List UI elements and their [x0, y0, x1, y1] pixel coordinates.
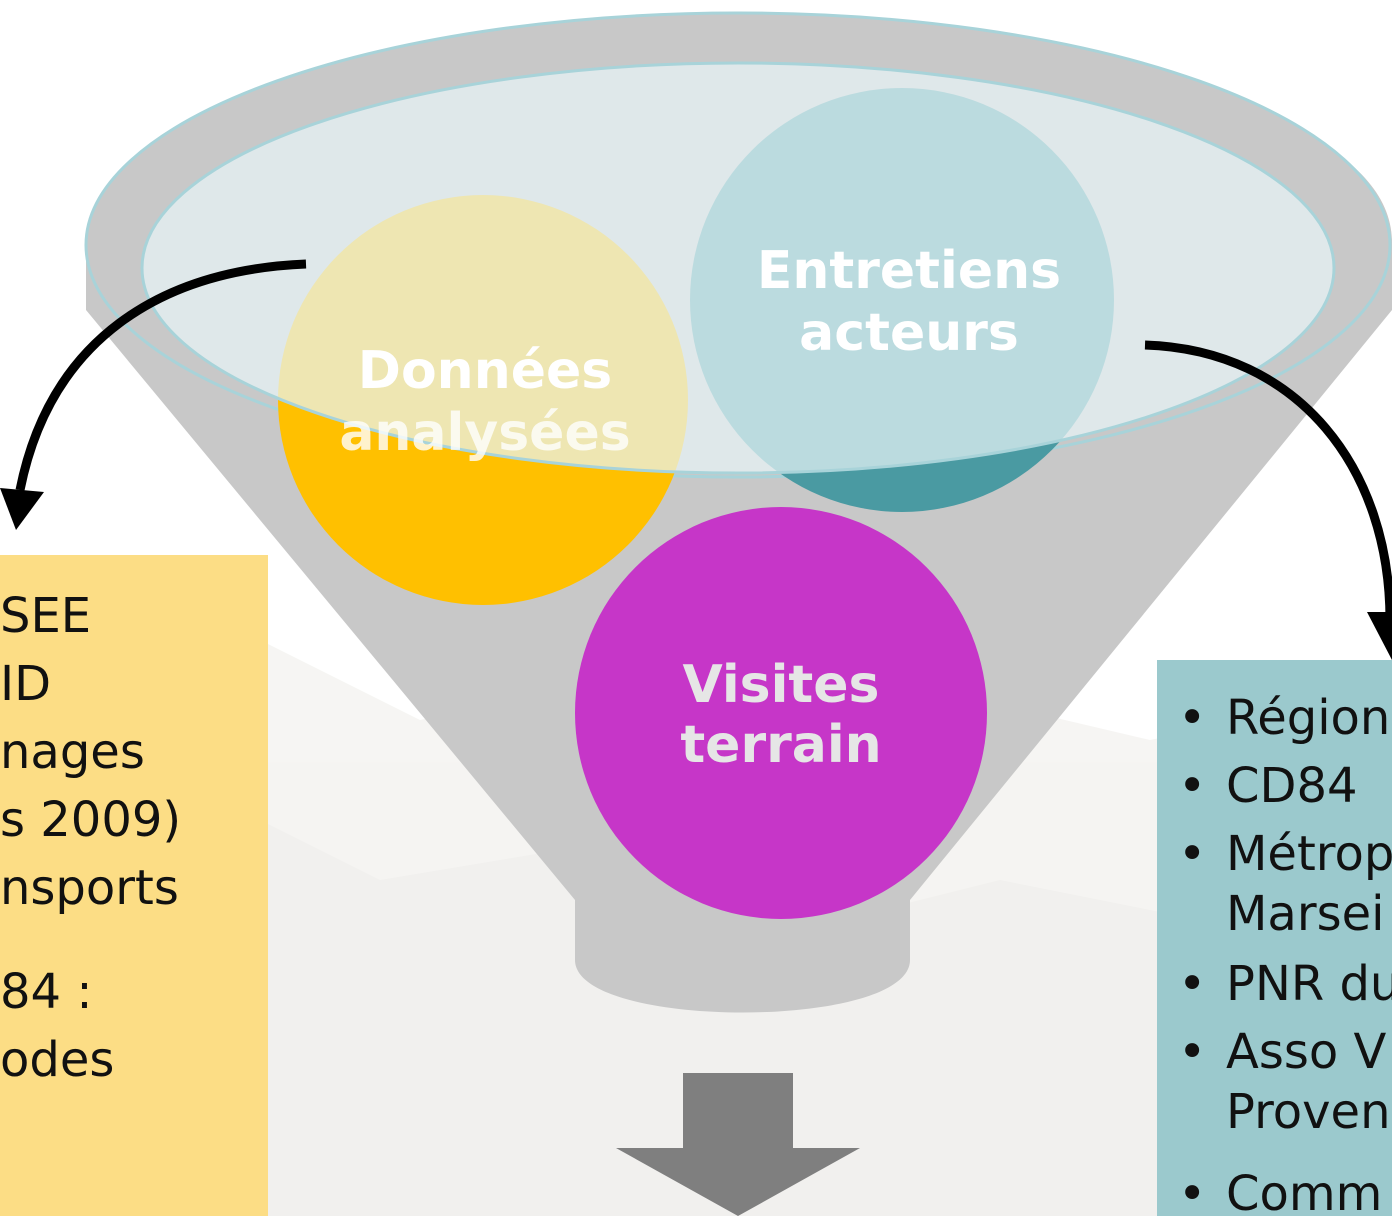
left-line: ID [0, 656, 51, 712]
label-visites-1: Visites [682, 655, 879, 715]
right-bullet: • [1178, 826, 1206, 882]
right-bullet: • [1178, 1166, 1206, 1216]
left-line: 84 : [0, 964, 93, 1020]
label-donnees-2: analysées [339, 403, 630, 463]
circle-visites [575, 507, 987, 919]
funnel-top-overlay [140, 61, 1336, 475]
right-line: Marsei [1226, 886, 1384, 942]
label-donnees-1: Données [358, 341, 612, 401]
left-line: nsports [0, 860, 179, 916]
left-box-lines: SEE ID nages s 2009) nsports 84 : odes [0, 588, 181, 1088]
right-bullet: • [1178, 956, 1206, 1012]
right-line: CD84 [1226, 758, 1358, 814]
label-entretiens-2: acteurs [799, 303, 1019, 363]
right-line: PNR du [1226, 956, 1392, 1012]
left-curved-arrow [0, 259, 307, 530]
right-line: Asso V [1226, 1024, 1386, 1080]
right-curved-arrow [1144, 340, 1392, 660]
right-actors-box [1157, 660, 1392, 1216]
label-entretiens-1: Entretiens [757, 241, 1061, 301]
right-line: Comm [1226, 1166, 1382, 1216]
right-bullet: • [1178, 1024, 1206, 1080]
right-line: Proven [1226, 1084, 1391, 1140]
label-visites-2: terrain [680, 715, 881, 775]
right-box-lines: • Région • CD84 • Métrop Marsei • PNR du… [1178, 690, 1392, 1216]
left-line: s 2009) [0, 792, 181, 848]
right-line: Région [1226, 690, 1390, 746]
right-line: Métrop [1226, 826, 1392, 882]
left-line: odes [0, 1032, 114, 1088]
left-line: nages [0, 724, 145, 780]
gray-down-arrow [616, 1073, 860, 1216]
left-sources-box [0, 555, 268, 1216]
right-bullet: • [1178, 690, 1206, 746]
right-bullet: • [1178, 758, 1206, 814]
left-line: SEE [0, 588, 91, 644]
